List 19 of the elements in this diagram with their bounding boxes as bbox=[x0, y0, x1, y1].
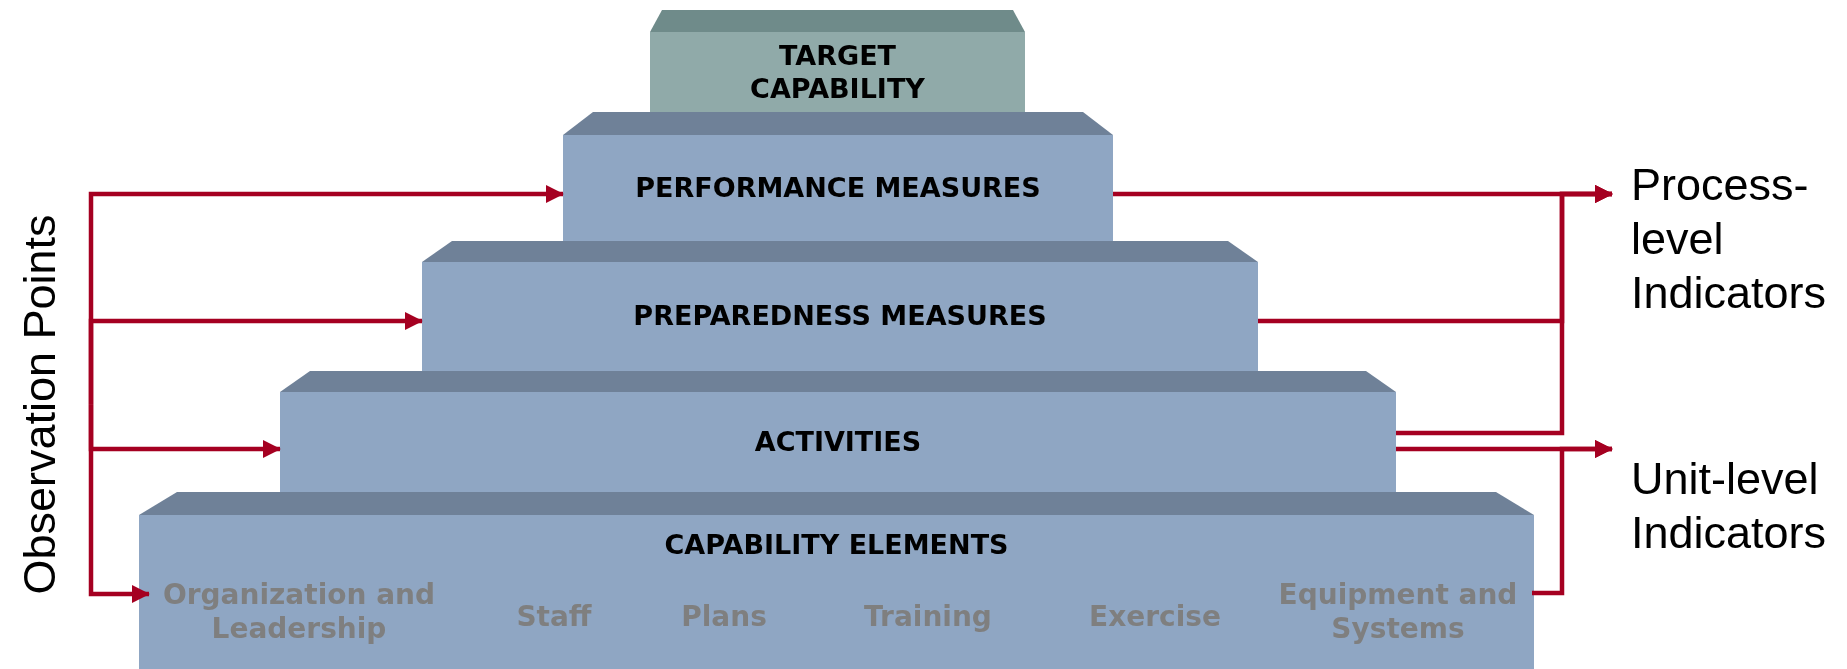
axis-caption: Observation Points bbox=[12, 201, 91, 608]
element-label: Training bbox=[839, 597, 1017, 637]
element-label: Organization and Leadership bbox=[149, 567, 449, 657]
arrow bbox=[1396, 185, 1613, 436]
arrow bbox=[88, 312, 423, 407]
pyramid-tier: ACTIVITIES bbox=[280, 371, 1396, 492]
pyramid-tier: PERFORMANCE MEASURES bbox=[563, 112, 1113, 241]
tier-title: CAPABILITY ELEMENTS bbox=[663, 529, 1010, 562]
element-label: Staff bbox=[499, 597, 609, 637]
arrow bbox=[1532, 440, 1613, 596]
element-label: Equipment and Systems bbox=[1264, 567, 1532, 657]
pyramid-tier: PREPAREDNESS MEASURES bbox=[422, 241, 1258, 371]
indicator-label: Unit-level Indicators bbox=[1612, 452, 1842, 562]
arrow bbox=[88, 402, 150, 603]
element-label: Plans bbox=[664, 597, 784, 637]
pyramid-tier: TARGET CAPABILITY bbox=[650, 10, 1025, 113]
element-label: Exercise bbox=[1069, 597, 1241, 637]
pyramid-tier bbox=[139, 492, 1534, 669]
indicator-label: Process-level Indicators bbox=[1612, 158, 1842, 328]
